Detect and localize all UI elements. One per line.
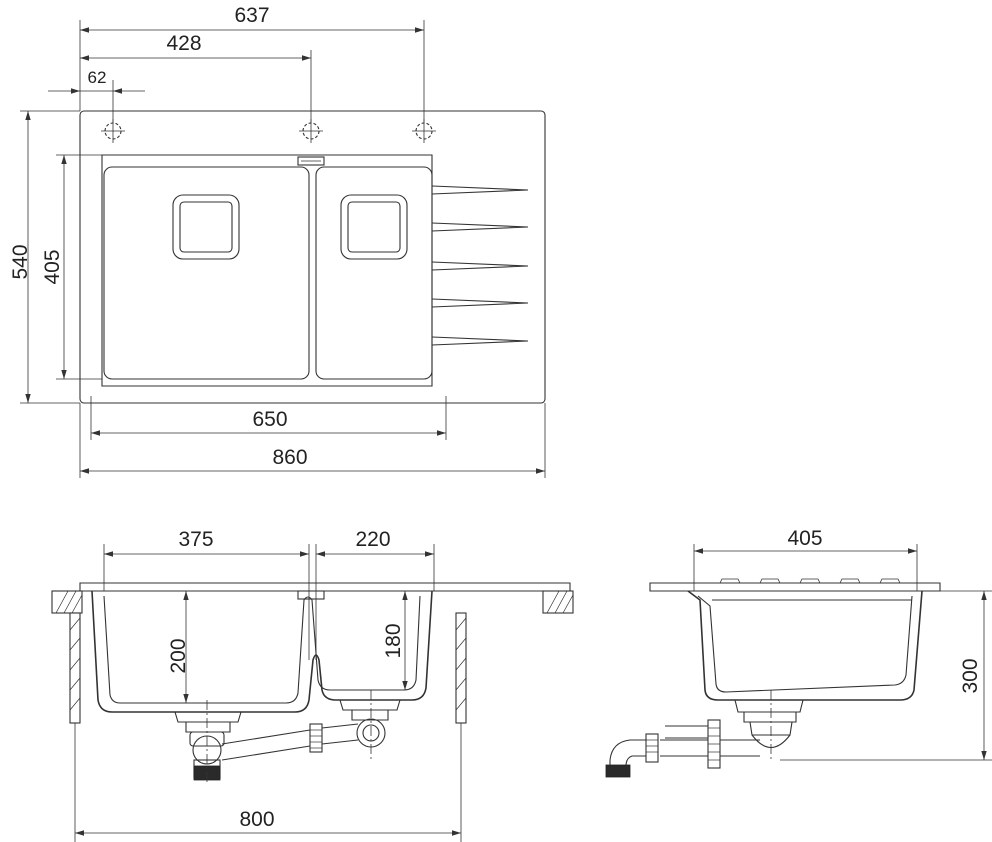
large-bowl-front <box>91 590 433 713</box>
countertop-right <box>542 590 574 614</box>
drain-small <box>340 194 408 260</box>
dim-62: 62 <box>88 68 107 87</box>
countertop-left <box>51 590 83 614</box>
sink-outline <box>79 110 546 404</box>
dim-540: 540 <box>9 244 32 279</box>
dim-405-side: 405 <box>787 527 822 550</box>
waste-large <box>174 711 242 781</box>
dim-200: 200 <box>167 638 190 673</box>
waste-small <box>339 699 401 748</box>
dim-428: 428 <box>166 32 201 55</box>
overflow-slot <box>297 156 325 166</box>
side-waste <box>734 699 804 749</box>
dim-800: 800 <box>239 808 274 831</box>
dim-300: 300 <box>959 658 982 693</box>
side-view: 405 300 <box>605 527 992 778</box>
side-trap <box>605 719 760 778</box>
dim-180: 180 <box>382 623 405 658</box>
side-deck <box>649 582 941 592</box>
bowl-rim <box>101 154 433 387</box>
sink-deck <box>79 582 571 592</box>
dim-220: 220 <box>355 528 390 551</box>
side-ridges <box>719 578 901 584</box>
dim-375: 375 <box>178 528 213 551</box>
dim-637: 637 <box>234 4 269 27</box>
drain-large <box>172 194 240 260</box>
cabinet-wall-right <box>455 612 467 724</box>
small-bowl-top <box>315 166 433 380</box>
front-view: 375 220 200 180 800 <box>51 528 574 842</box>
dim-860: 860 <box>272 446 307 469</box>
drainboard-grooves <box>431 185 529 346</box>
cabinet-wall-left <box>69 612 81 724</box>
dim-650: 650 <box>252 408 287 431</box>
side-bowl <box>687 590 923 701</box>
tap-holes <box>101 119 436 143</box>
dim-405-top: 405 <box>41 249 64 284</box>
connecting-pipe <box>221 723 359 761</box>
top-view: 637 428 62 540 405 650 860 <box>9 4 546 478</box>
large-bowl-top <box>103 166 310 380</box>
